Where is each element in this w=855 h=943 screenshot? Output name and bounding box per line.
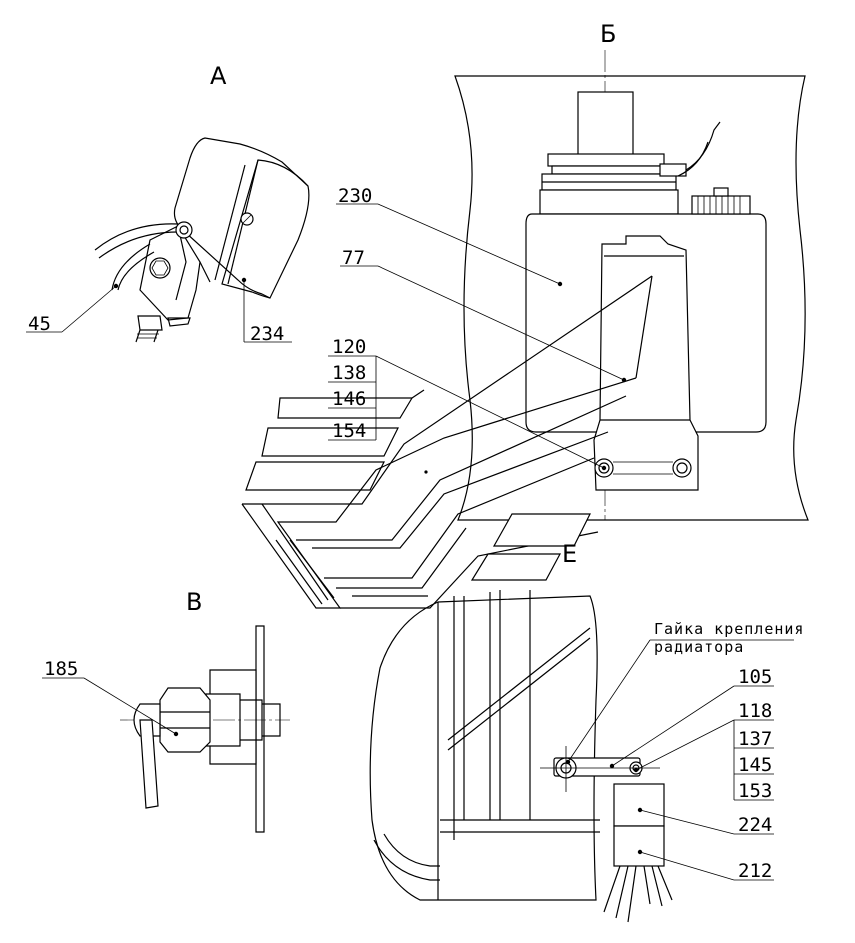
callout-230: 230: [338, 185, 372, 207]
view-v-connector: [120, 625, 290, 833]
view-e-radiator: [369, 590, 673, 923]
callout-118: 118: [738, 700, 772, 722]
callout-145: 145: [738, 754, 772, 776]
callout-154: 154: [332, 420, 366, 442]
callout-212: 212: [738, 860, 772, 882]
note-line-1: Гайка крепления: [654, 620, 804, 638]
callout-105: 105: [738, 666, 772, 688]
callout-234: 234: [250, 323, 284, 345]
callout-137: 137: [738, 728, 772, 750]
callout-77: 77: [342, 247, 365, 269]
view-label-b: Б: [600, 20, 616, 48]
cable-harness-bands: [241, 275, 653, 609]
note-line-2: радиатора: [654, 638, 744, 656]
view-label-a: А: [210, 62, 227, 90]
view-b-reservoir: [454, 50, 809, 533]
view-label-e: Е: [562, 540, 577, 568]
callout-45: 45: [28, 313, 51, 335]
callout-224: 224: [738, 814, 772, 836]
view-a-lamp: [94, 137, 310, 343]
view-label-v: В: [186, 588, 202, 616]
callout-153: 153: [738, 780, 772, 802]
leader-lines: [26, 203, 794, 881]
callout-120: 120: [332, 336, 366, 358]
callout-138: 138: [332, 362, 366, 384]
callout-185: 185: [44, 658, 78, 680]
callout-146: 146: [332, 388, 366, 410]
